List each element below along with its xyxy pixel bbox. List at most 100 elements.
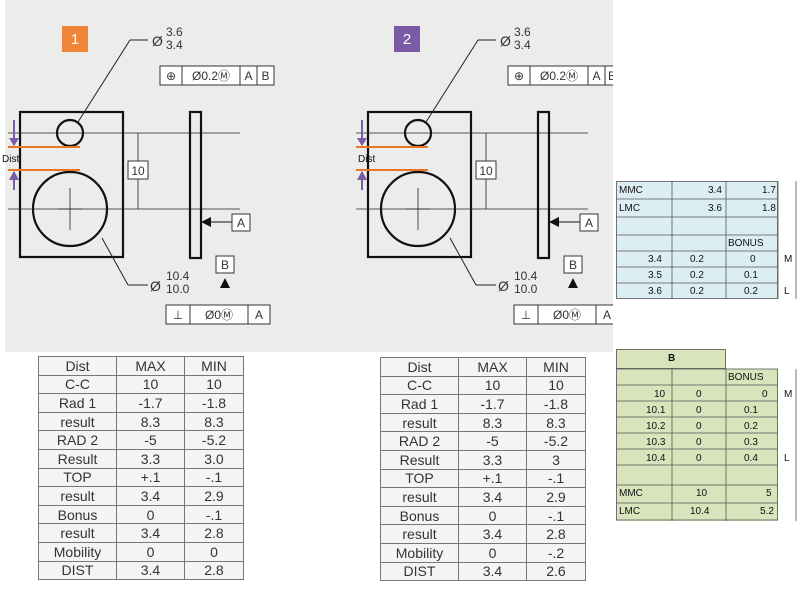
mmc-value-2: 1.7	[762, 185, 776, 196]
table-cell: 3.0	[183, 448, 245, 469]
cell: 3.4	[648, 254, 662, 265]
hole-dia-max: 3.6	[514, 25, 531, 39]
table-cell: -5.2	[183, 430, 245, 450]
table-cell: RAD 2	[38, 430, 117, 450]
dia-symbol: Ø	[152, 33, 163, 49]
fcf-text: ⊕	[514, 69, 524, 83]
fcf-cell	[247, 304, 271, 325]
datum-triangle	[201, 217, 211, 227]
mmc-value-1: 3.4	[708, 185, 722, 196]
dim-10-label: 10	[479, 164, 493, 178]
badge-1: 1	[62, 26, 88, 52]
cell: 0	[696, 421, 702, 432]
datum-a-label: A	[585, 216, 593, 230]
mmc-value-1: 10	[696, 488, 708, 499]
table-row: Rad 1-1.7-1.8	[38, 393, 245, 413]
bonus-header: BONUS	[728, 372, 764, 383]
dist-label: Dist	[2, 154, 19, 165]
sheet2-title: B	[668, 353, 676, 364]
datum-a-box	[231, 213, 251, 232]
table-cell: 3.4	[458, 524, 527, 544]
table-cell: -.1	[183, 504, 245, 525]
table-cell: RAD 2	[380, 431, 459, 451]
bore-dia-min: 10.0	[166, 282, 190, 296]
dia-symbol: Ø	[150, 278, 161, 294]
fcf-text: ⊥	[521, 308, 531, 322]
cell: 0.2	[690, 270, 704, 281]
table-cell: 10	[525, 375, 587, 396]
table-cell: 3.4	[458, 561, 527, 582]
table-cell: +.1	[116, 467, 185, 488]
leader-line	[77, 39, 131, 123]
fcf-cell	[256, 65, 275, 86]
table-cell: MIN	[183, 356, 245, 376]
table-cell: C-C	[38, 374, 117, 395]
table-cell: 2.9	[525, 487, 587, 507]
cell: L	[784, 286, 790, 297]
cell: L	[784, 453, 790, 464]
table-cell: 3.3	[116, 448, 185, 469]
fcf-cell	[604, 65, 613, 86]
cell: M	[784, 389, 793, 400]
lmc-label: LMC	[619, 203, 641, 214]
hole-dia-max: 3.6	[166, 25, 183, 39]
table-cell: -1.8	[525, 394, 587, 414]
mmc-label: MMC	[619, 185, 643, 196]
table-cell: Dist	[380, 357, 459, 377]
table-cell: 3.4	[116, 523, 185, 543]
table-cell: Result	[38, 448, 117, 469]
leader-line	[425, 39, 479, 123]
fcf-text: B	[261, 69, 269, 83]
cell: 3.6	[648, 286, 662, 297]
cell: 0	[696, 437, 702, 448]
table-cell: -5	[116, 430, 185, 450]
fcf-text: A	[592, 69, 600, 83]
table-cell: 0	[116, 541, 185, 562]
table-cell: 8.3	[458, 412, 527, 433]
table-cell: result	[38, 411, 117, 432]
table-cell: 0	[183, 541, 245, 562]
arrow-down-head	[357, 138, 367, 146]
table-cell: 2.9	[183, 486, 245, 506]
cell: 0	[762, 389, 768, 400]
table-cell: DIST	[38, 560, 117, 581]
cell: 3.5	[648, 270, 662, 281]
cell: M	[784, 254, 793, 265]
cell: 0.1	[744, 405, 758, 416]
plate-front	[366, 110, 473, 259]
table-cell: C-C	[380, 375, 459, 396]
lmc-label: LMC	[619, 506, 641, 517]
arrow-up-head	[357, 171, 367, 180]
lmc-value-1: 10.4	[690, 506, 710, 517]
table-row: RAD 2-5-5.2	[380, 431, 587, 451]
table-cell: 10	[116, 374, 185, 395]
table-cell: 8.3	[183, 411, 245, 432]
table-cell: -.2	[525, 542, 587, 563]
table-cell: 2.8	[183, 523, 245, 543]
table-cell: -.1	[525, 468, 587, 489]
cell: 10.3	[646, 437, 666, 448]
cell: 10.2	[646, 421, 666, 432]
table-cell: Rad 1	[38, 393, 117, 413]
table-cell: 2.8	[183, 560, 245, 581]
mmc-label: MMC	[619, 488, 643, 499]
cell: 10.4	[646, 453, 666, 464]
leader-line	[101, 237, 129, 286]
table-cell: -.1	[183, 467, 245, 488]
fcf-text: A	[603, 308, 611, 322]
